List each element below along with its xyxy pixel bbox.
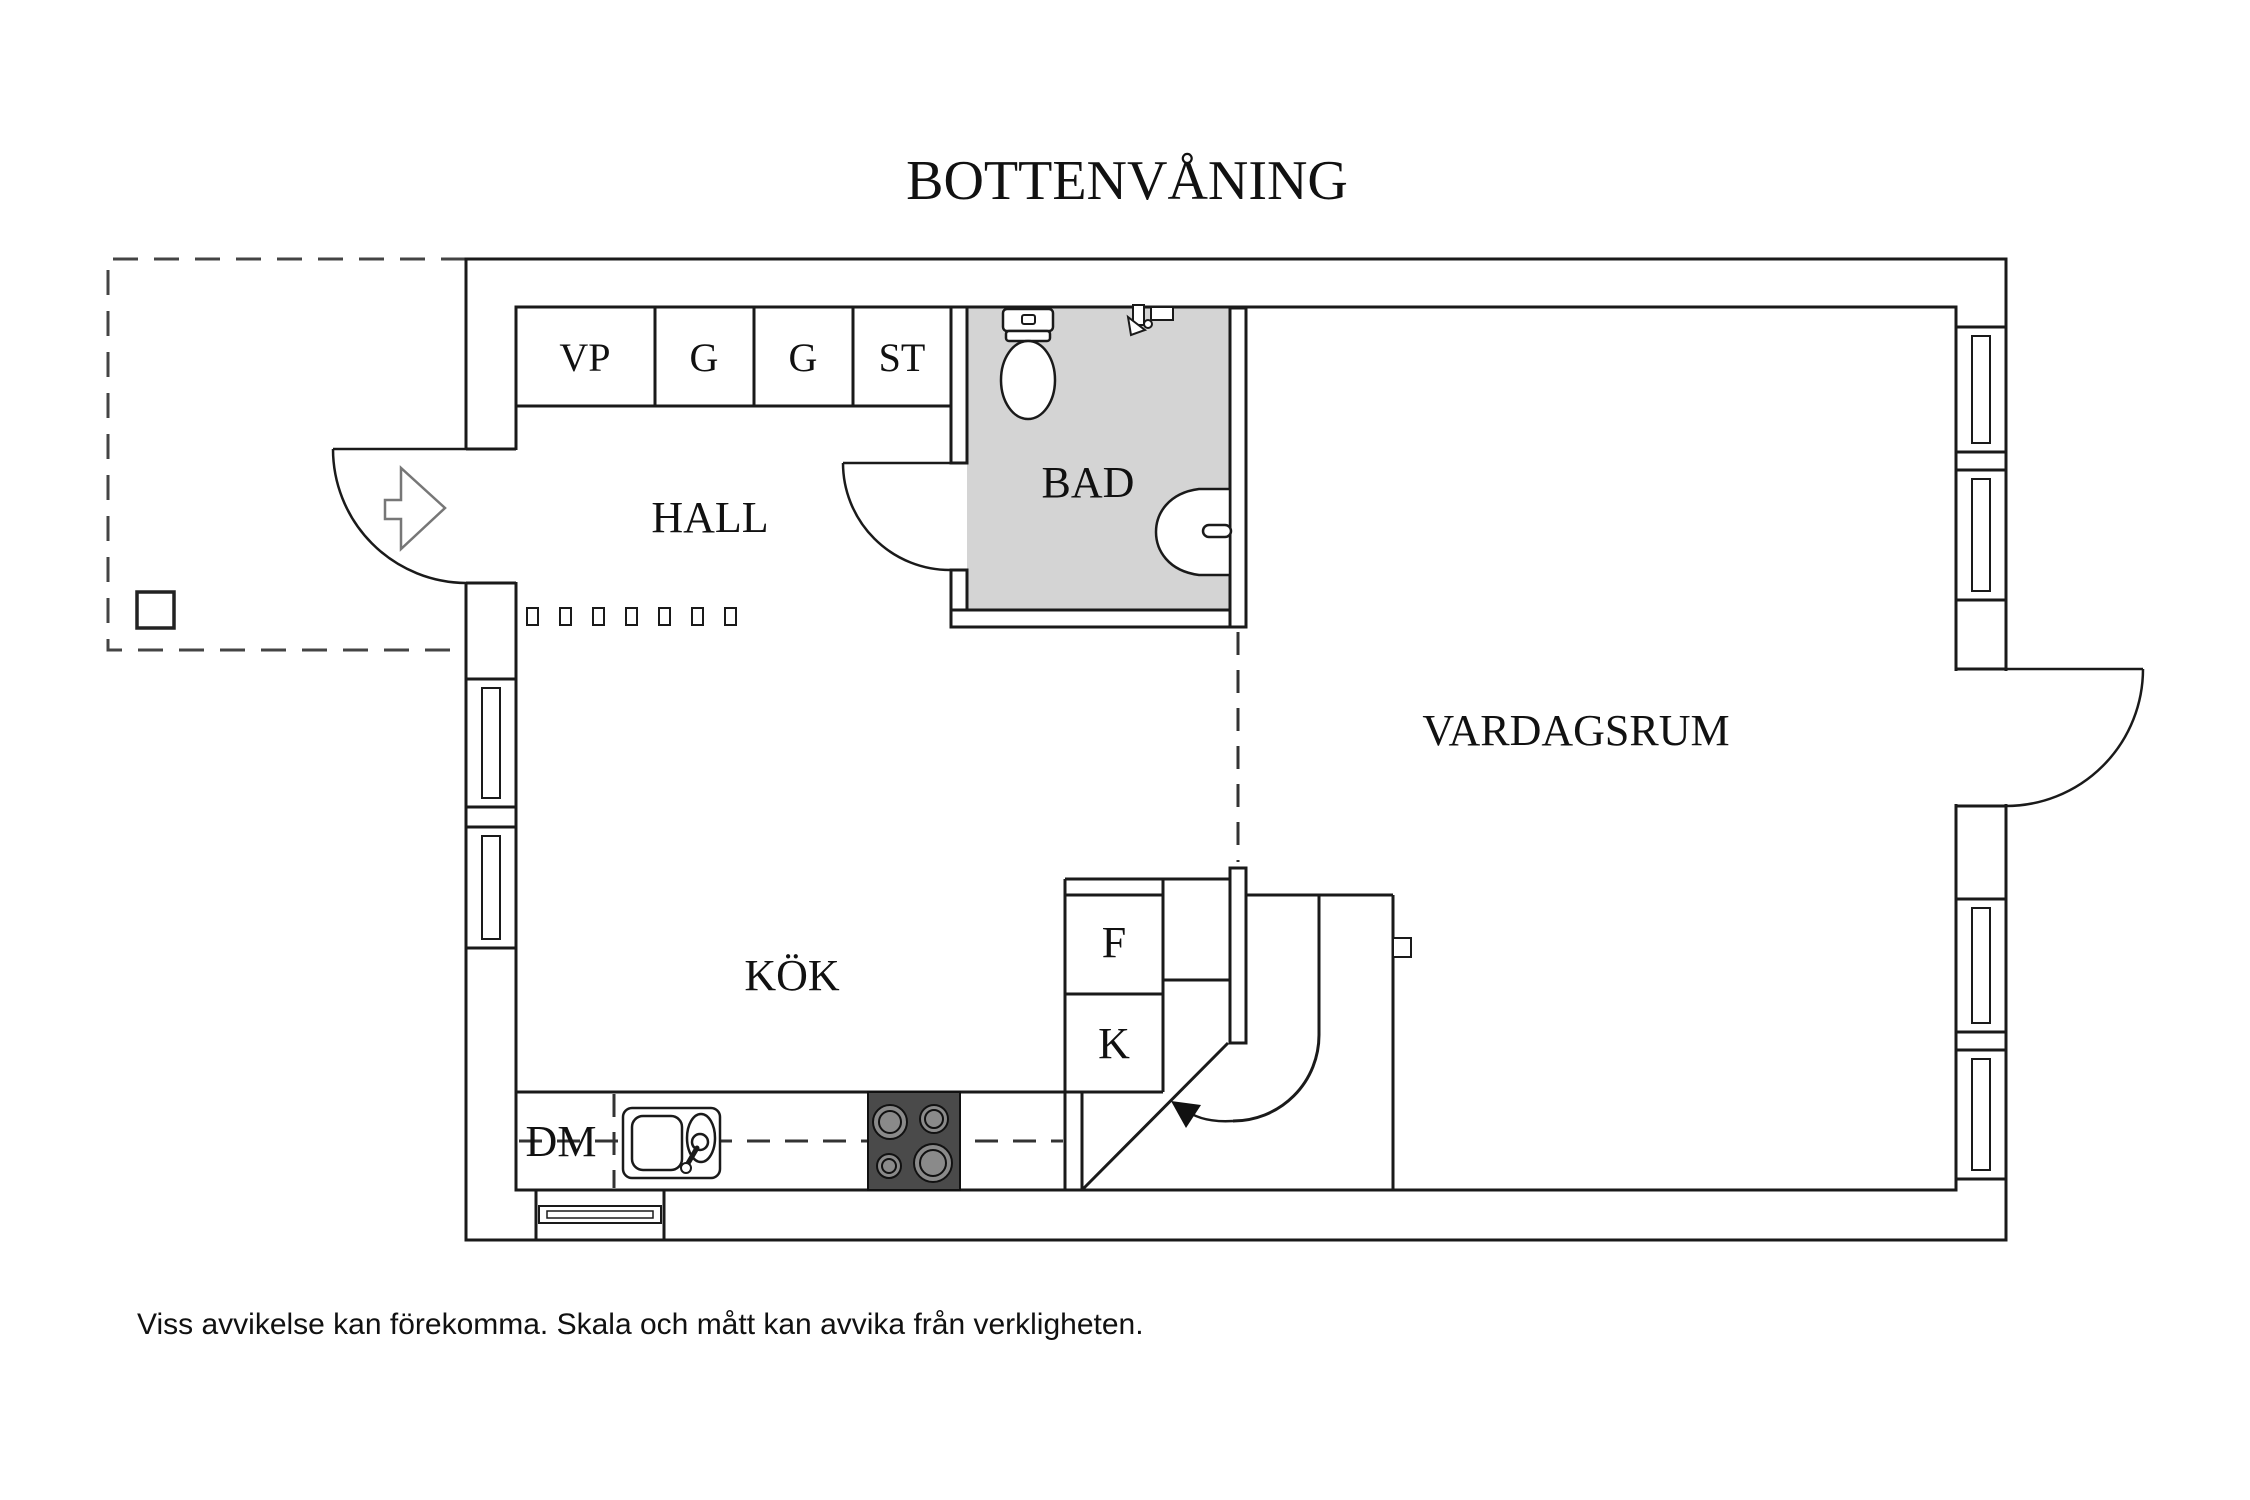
stair-side-wall	[1063, 1090, 1084, 1192]
bathroom-wall-left-upper	[949, 305, 969, 465]
porch-post	[135, 590, 176, 630]
window-right-2	[1954, 468, 2008, 602]
stair-wall	[1228, 866, 1248, 1045]
living-room-label: VARDAGSRUM	[1422, 706, 1729, 755]
washbasin-icon	[1154, 487, 1233, 577]
right-door-arc	[2005, 668, 2145, 808]
staircase	[1063, 866, 1412, 1192]
porch-dashed-outline	[106, 257, 466, 652]
stair-railing-curve	[1232, 1034, 1321, 1123]
shower-mixer-icon	[1126, 304, 1174, 337]
hall-label: HALL	[651, 493, 768, 542]
stair-newel-tab	[1392, 937, 1412, 958]
plan-title: BOTTENVÅNING	[906, 150, 1348, 212]
window-right-3	[1954, 897, 2008, 1034]
hall-hook-row	[526, 607, 737, 626]
window-left-2	[464, 825, 518, 950]
freezer-label: K	[1098, 1019, 1130, 1068]
disclaimer-text: Viss avvikelse kan förekomma. Skala och …	[137, 1308, 1144, 1341]
closet-row: VP G G ST	[514, 305, 953, 408]
toilet-icon	[999, 307, 1057, 421]
window-left-1	[464, 677, 518, 809]
bathroom-wall-bottom	[949, 608, 1248, 629]
entry-door-arc	[331, 448, 467, 585]
fridge-label: F	[1102, 918, 1126, 967]
bathroom-door-arc	[841, 462, 951, 572]
living-room-door-opening	[1950, 671, 2012, 804]
kitchen-sink-icon	[621, 1106, 722, 1180]
stair-direction-arrow-icon	[1171, 1101, 1201, 1128]
dishwasher-label: DM	[526, 1117, 597, 1166]
bathroom-wall-right	[1228, 306, 1248, 629]
entry-arrow-icon	[383, 465, 447, 552]
entry-door-opening	[458, 450, 522, 582]
radiator	[534, 1190, 666, 1239]
closet-st-label: ST	[879, 335, 926, 380]
stair-diagonal	[1080, 1041, 1230, 1192]
kitchen-label: KÖK	[744, 951, 840, 1000]
bathroom-wall-left-lower	[949, 568, 969, 612]
bathroom-label: BAD	[1042, 458, 1135, 507]
window-right-1	[1954, 325, 2008, 454]
closet-vp-label: VP	[559, 335, 610, 380]
closet-g2-label: G	[789, 335, 818, 380]
window-right-4	[1954, 1048, 2008, 1181]
closet-g1-label: G	[690, 335, 719, 380]
stove-icon	[867, 1091, 961, 1191]
